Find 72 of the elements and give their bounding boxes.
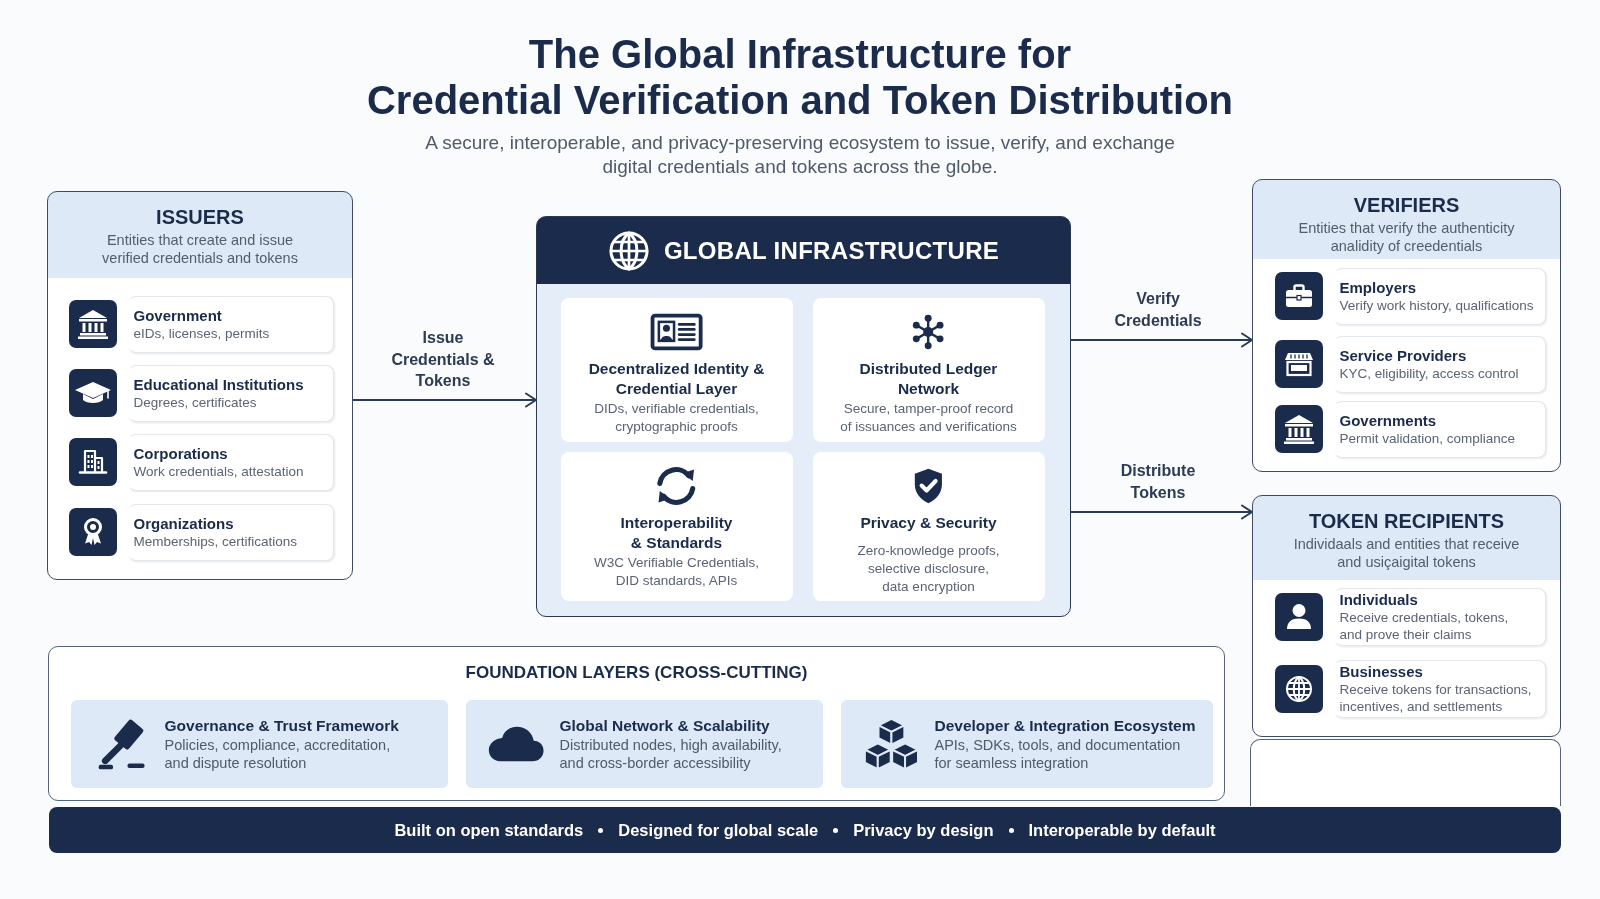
foundation-panel xyxy=(48,646,1225,801)
entity-name: Businesses xyxy=(1339,662,1423,681)
entity-description: KYC, eligibility, access control xyxy=(1339,365,1519,382)
feature-title: Decentralized Identity & Credential Layer xyxy=(587,358,766,399)
infrastructure-panel xyxy=(536,216,1071,617)
feature-card xyxy=(560,451,793,601)
arrow xyxy=(1070,332,1253,348)
feature-description: DIDs, verifiable credentials, cryptographic proofs xyxy=(593,399,760,436)
entity-name: Governments xyxy=(1339,411,1437,430)
banner-text: Privacy by design xyxy=(853,820,994,840)
entity-row-card xyxy=(1274,400,1546,458)
feature-card xyxy=(560,297,793,442)
diagram-title: The Global Infrastructure for Credential Verification and Token Distribution xyxy=(365,31,1234,123)
entity-description: Work credentials, attestation xyxy=(133,463,304,480)
layer-title: Governance & Trust Framework xyxy=(164,715,399,736)
entity-description: Permit validation, compliance xyxy=(1339,430,1516,447)
panel-description: Individaals and entities that receive and usiçaigital tokens xyxy=(1292,535,1521,571)
layer-card xyxy=(465,699,823,788)
panel-description: Entities that create and issue verified credentials and tokens xyxy=(101,231,299,267)
banner-text: Built on open standards xyxy=(394,820,584,840)
feature-description: Zero-knowledge proofs, selective disclosure, data encryption xyxy=(856,541,1001,596)
panel-heading: TOKEN RECIPIENTS xyxy=(1308,509,1505,533)
entity-group-panel xyxy=(47,191,353,580)
entity-row-card xyxy=(1274,267,1546,325)
panel-heading: ISSUERS xyxy=(156,205,244,229)
layer-title: Developer & Integration Ecosystem xyxy=(934,715,1196,736)
entity-description: Memberships, certifications xyxy=(133,533,298,550)
entity-name: Educational Institutions xyxy=(133,375,304,394)
entity-group-panel xyxy=(1252,495,1561,737)
entity-name: Service Providers xyxy=(1339,346,1467,365)
feature-title: Interoperability & Standards xyxy=(619,512,734,553)
layer-description: Distributed nodes, high availability, and cross-border accessibility xyxy=(559,735,783,772)
layer-card xyxy=(70,699,448,788)
entity-description: Receive tokens for transactions, incentives, and settlements xyxy=(1339,681,1533,715)
entity-row-card xyxy=(68,295,334,353)
entity-description: eIDs, licenses, permits xyxy=(133,325,270,342)
entity-description: Degrees, certificates xyxy=(133,394,258,411)
subtitle: A secure, interoperable, and privacy-preserving ecosystem to issue, verify, and exchange digital credentials and tokens across the globe. xyxy=(424,131,1176,179)
layer-description: Policies, compliance, accreditation, and dispute resolution xyxy=(164,735,392,772)
entity-name: Employers xyxy=(1339,278,1417,297)
panel-description: Entities that verify the authenticity analidity of creedentials xyxy=(1297,219,1516,255)
entity-row-card xyxy=(1274,659,1546,718)
panel-heading: VERIFIERS xyxy=(1353,193,1460,217)
entity-name: Organizations xyxy=(133,514,234,533)
feature-description: Secure, tamper-proof record of issuances and verifications xyxy=(839,399,1018,436)
layer-title: Global Network & Scalability xyxy=(559,715,770,736)
layer-description: APIs, SDKs, tools, and documentation for seamless integration xyxy=(934,735,1182,772)
panel-heading: GLOBAL INFRASTRUCTURE xyxy=(663,236,1000,265)
entity-group-panel xyxy=(1252,179,1561,472)
arrow xyxy=(352,392,537,408)
section-heading: FOUNDATION LAYERS (CROSS-CUTTING) xyxy=(465,663,808,683)
feature-title: Distributed Ledger Network xyxy=(858,358,999,399)
entity-row-card xyxy=(68,364,334,422)
entity-description: Verify work history, qualifications xyxy=(1339,297,1534,314)
entity-row-card xyxy=(1274,335,1546,393)
entity-row-card xyxy=(1274,587,1546,646)
feature-title: Privacy & Security xyxy=(859,512,998,533)
entity-description: Receive credentials, tokens, and prove their claims xyxy=(1339,609,1510,643)
feature-card xyxy=(812,451,1045,601)
banner-text: Interoperable by default xyxy=(1028,820,1216,840)
entity-row-card xyxy=(68,503,334,561)
entity-name: Individuals xyxy=(1339,590,1418,609)
feature-card xyxy=(812,297,1045,442)
arrow xyxy=(1070,504,1253,520)
banner-text: Designed for global scale xyxy=(618,820,819,840)
footer-banner xyxy=(49,807,1561,853)
entity-row-card xyxy=(68,433,334,491)
layer-card xyxy=(840,699,1213,788)
empty-panel xyxy=(1250,739,1561,806)
entity-name: Government xyxy=(133,306,222,325)
feature-description: W3C Verifiable Credentials, DID standards, APIs xyxy=(592,553,761,590)
entity-name: Corporations xyxy=(133,444,228,463)
